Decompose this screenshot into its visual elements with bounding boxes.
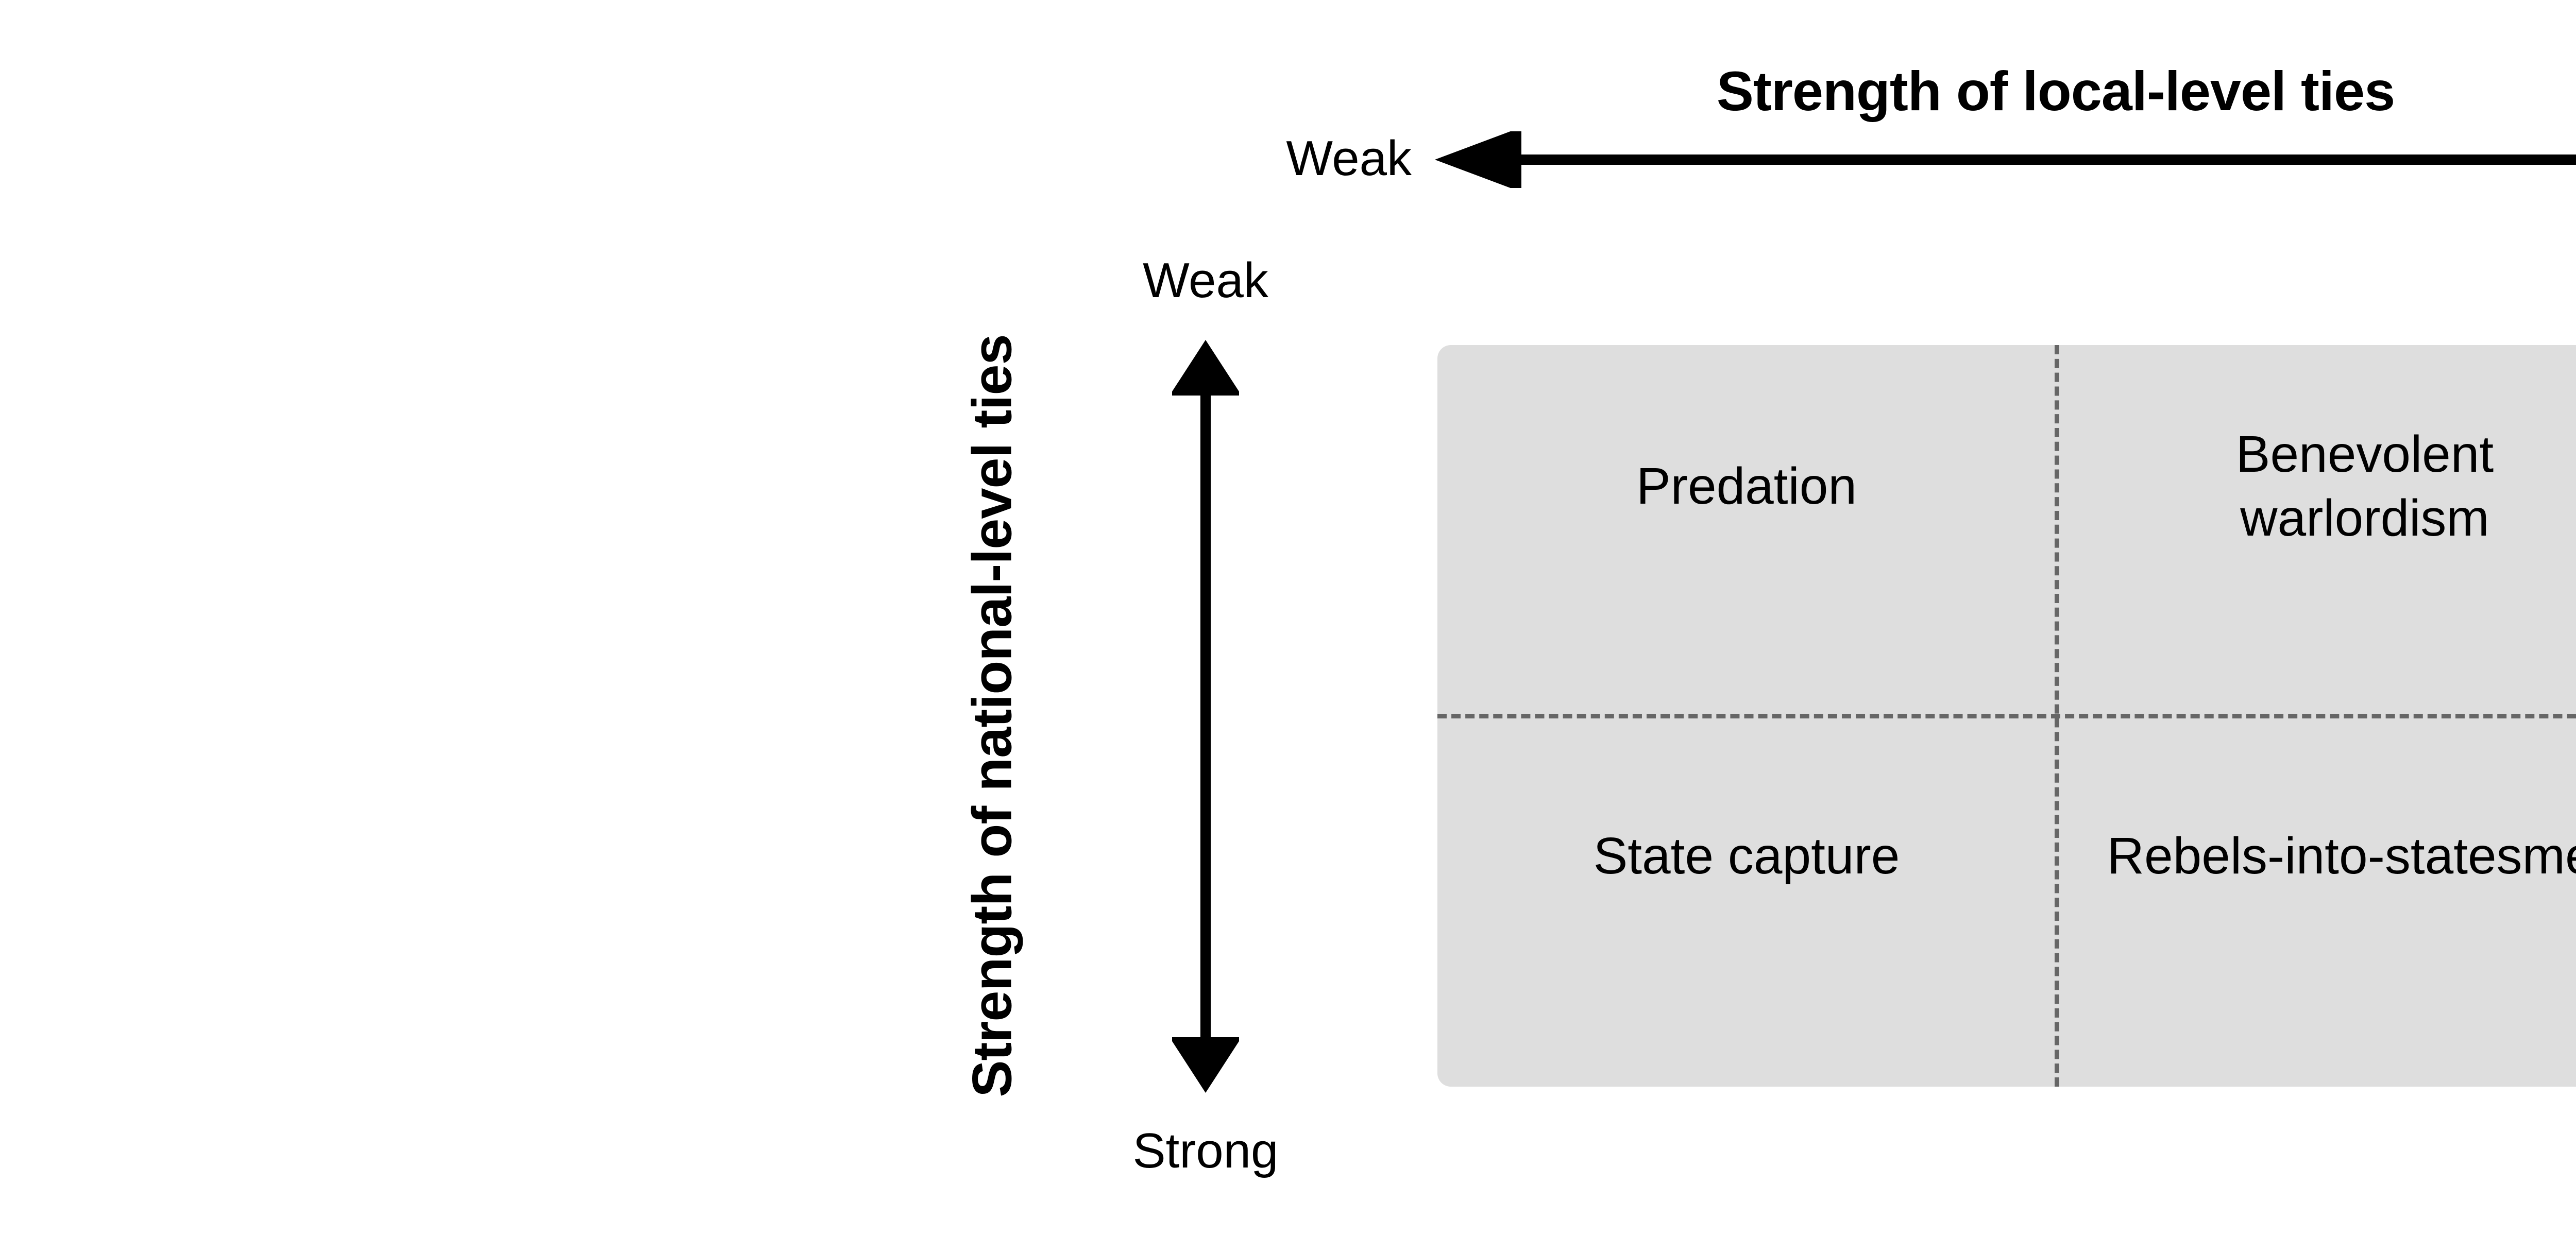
quadrant-bottom-left: State capture <box>1593 827 1900 885</box>
y-axis-title: Strength of national-level ties <box>960 334 1023 1097</box>
x-axis-low-label: Weak <box>1286 131 1412 186</box>
x-axis-title: Strength of local-level ties <box>1716 60 2395 122</box>
quadrant-bottom-right: Rebels-into-statesmen <box>2107 827 2576 885</box>
quadrant-top-right: Benevolent warlordism <box>2235 425 2494 547</box>
horizontal-divider <box>1437 714 2576 718</box>
x-axis-arrow <box>1435 131 2576 188</box>
y-axis-high-label: Strong <box>1132 1123 1279 1178</box>
y-axis-low-label: Weak <box>1143 253 1268 308</box>
matrix-panel: Predation Benevolent warlordism State ca… <box>1437 345 2576 1087</box>
vertical-double-arrow-icon <box>1172 340 1239 1093</box>
horizontal-double-arrow-icon <box>1435 131 2576 188</box>
quadrant-top-left: Predation <box>1636 457 1857 515</box>
y-axis-arrow <box>1172 340 1239 1093</box>
